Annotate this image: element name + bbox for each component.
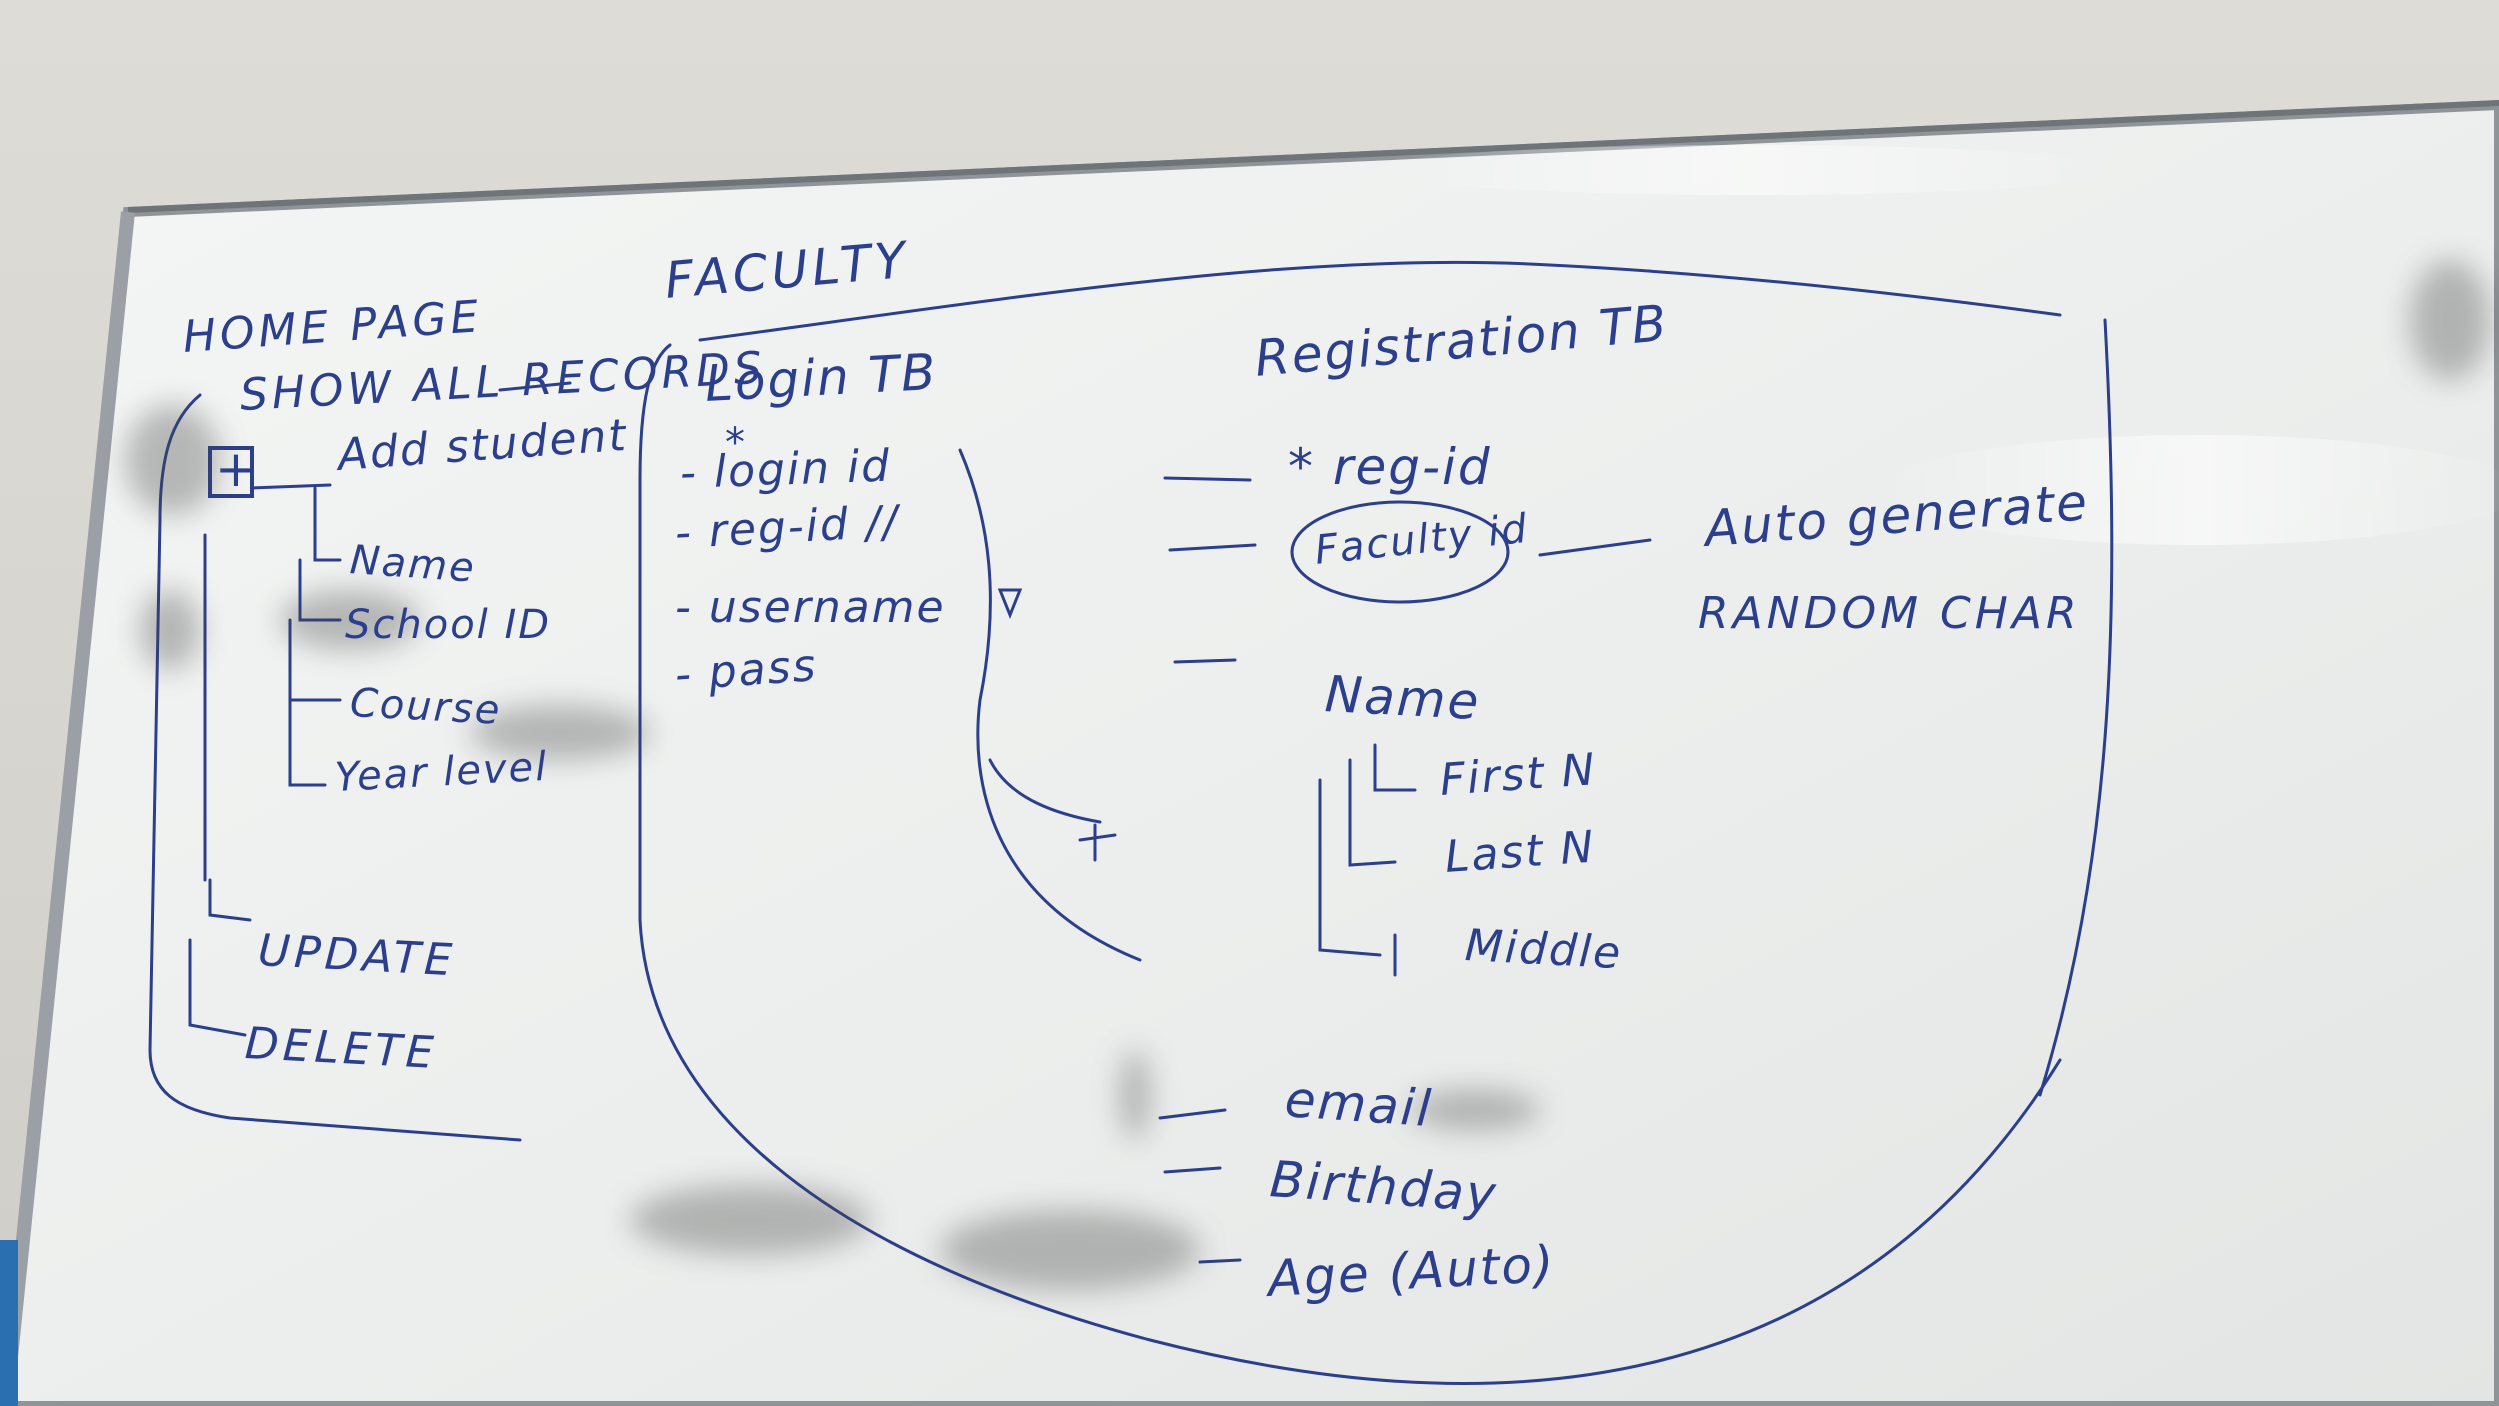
faculty-box-outline <box>638 343 2062 1385</box>
eraser-smudge <box>2410 260 2490 380</box>
plus-box <box>208 446 254 498</box>
name-first-n: First N <box>1438 744 1599 806</box>
home-box-outline <box>148 393 522 1142</box>
blue-object-corner <box>0 1240 18 1406</box>
relation-curve <box>958 448 1142 962</box>
dash-reg-id <box>1163 476 1252 482</box>
eraser-smudge <box>940 1210 1200 1290</box>
name-tree-first <box>1373 743 1417 792</box>
curve-branch <box>988 758 1102 824</box>
name-tree-last <box>1348 758 1397 867</box>
name-middle: Middle <box>1463 920 1624 980</box>
email-field: email <box>1282 1070 1435 1139</box>
field-tree-line <box>313 486 342 562</box>
login-field-pass: - pass <box>673 640 820 701</box>
name-tree-middle <box>1318 778 1382 957</box>
dash-name <box>1173 658 1237 664</box>
login-tb-title: Login TB <box>703 342 939 413</box>
light-glare-2 <box>1370 145 2130 195</box>
name-last-n: Last N <box>1443 821 1597 883</box>
plus-connector <box>250 483 332 490</box>
relation-arrow <box>997 588 1023 620</box>
update-text: UPDATE <box>256 925 458 987</box>
eraser-smudge <box>125 405 220 515</box>
light-glare <box>1880 435 2499 545</box>
field-name: Name <box>348 537 478 592</box>
frame-left-edge <box>0 211 135 1406</box>
eraser-smudge <box>140 590 200 670</box>
show-all-underline <box>498 381 572 392</box>
field-course: Course <box>348 680 503 734</box>
dash-age <box>1198 1258 1242 1264</box>
auto-generate-connector <box>1538 538 1652 557</box>
field-school-id: School ID <box>345 602 552 648</box>
faculty-right-line <box>2038 318 2114 1097</box>
dash-email <box>1158 1108 1227 1120</box>
dash-birthday <box>1163 1166 1222 1174</box>
frame-top-edge <box>127 100 2499 213</box>
tree-line-name <box>298 558 342 622</box>
random-char-text: RANDOM CHAR <box>1698 588 2081 639</box>
reg-id-field: * reg-id <box>1288 438 1492 496</box>
eraser-smudge <box>1120 1050 1150 1140</box>
tree-line-update <box>208 878 252 922</box>
dash-faculty-id <box>1168 543 1257 552</box>
relation-cross <box>1078 823 1117 862</box>
login-field-username: - username <box>675 582 946 633</box>
eraser-smudge <box>280 590 420 650</box>
tree-line-delete <box>188 938 247 1037</box>
eraser-smudge <box>630 1185 870 1255</box>
faculty-id-ellipse <box>1290 500 1510 604</box>
tree-line-year <box>288 698 327 787</box>
delete-text: DELETE <box>243 1018 439 1080</box>
faculty-top-line <box>698 260 2062 342</box>
eraser-smudge <box>470 705 650 760</box>
login-star: * <box>725 420 747 466</box>
eraser-smudge <box>1410 1090 1540 1130</box>
login-field-login-id: - login id <box>679 440 892 499</box>
name-field: Name <box>1323 665 1482 732</box>
plus-sign: + <box>215 440 259 498</box>
